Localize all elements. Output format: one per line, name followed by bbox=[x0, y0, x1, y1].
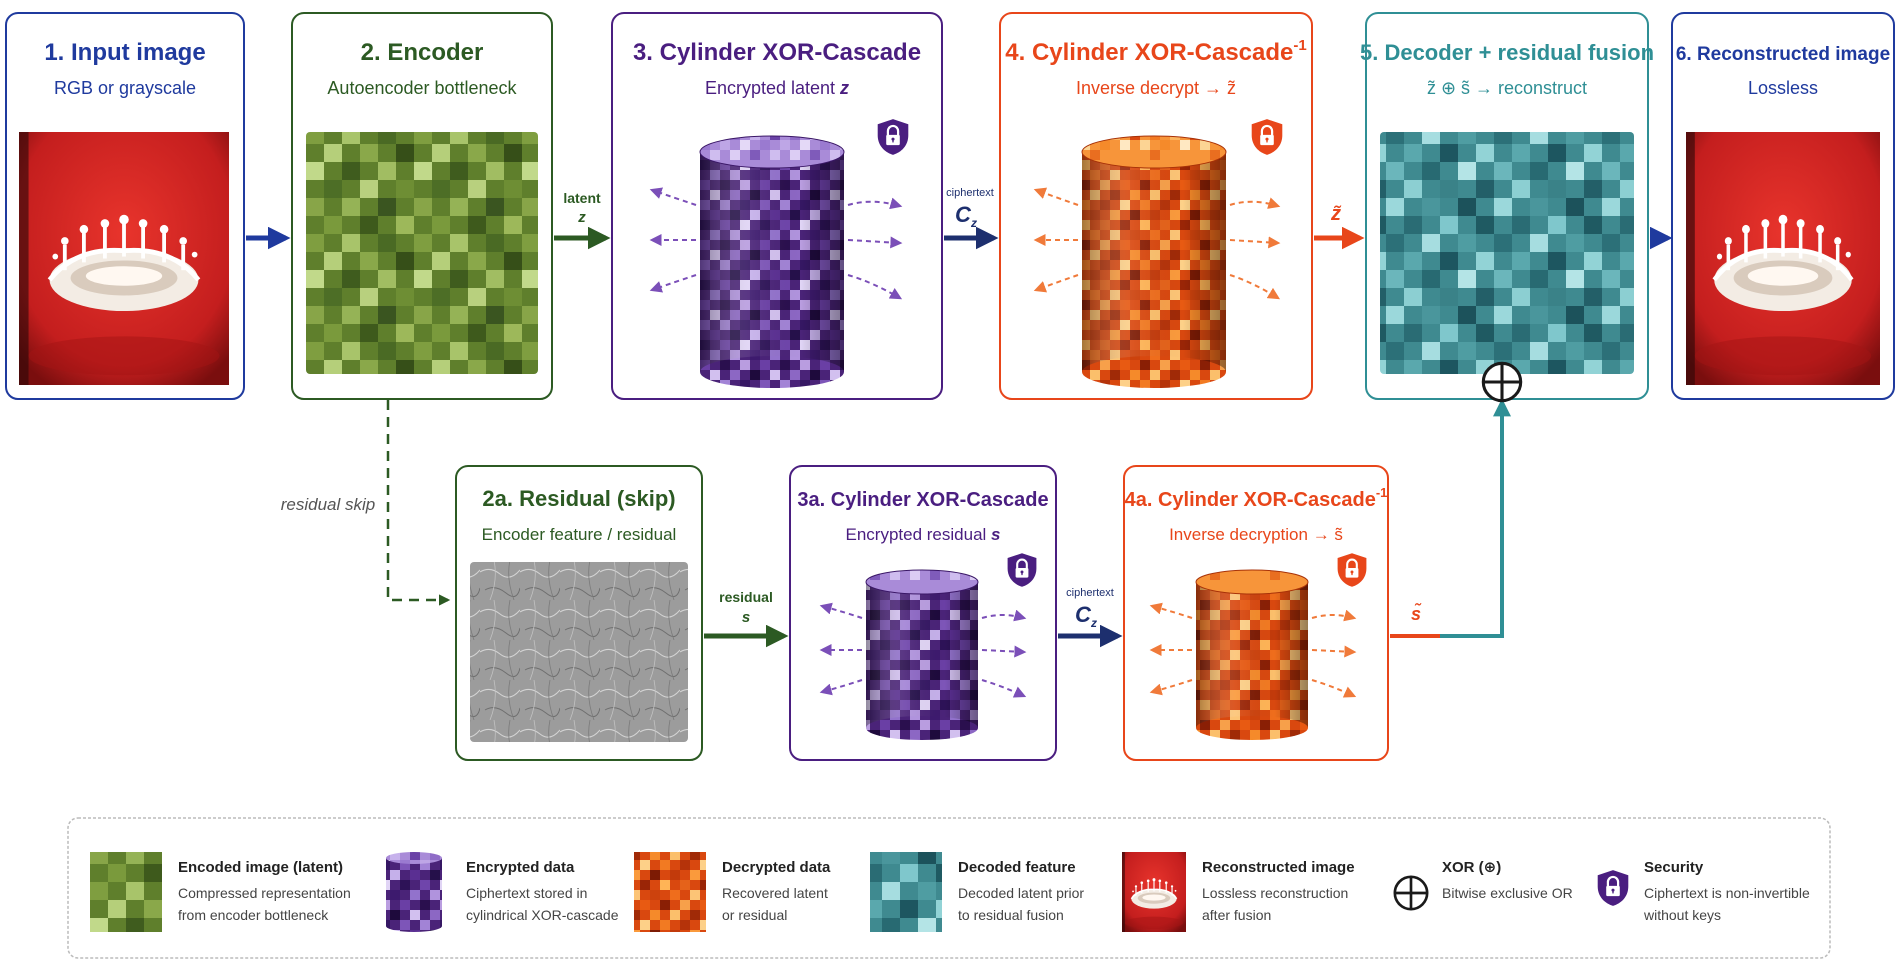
latent-swatch bbox=[90, 852, 162, 932]
node-inverse-res-subtitle: Inverse decryption → s̃ bbox=[1169, 525, 1343, 544]
legend-item-description: Lossless reconstruction bbox=[1202, 885, 1348, 901]
node-encoder-subtitle: Autoencoder bottleneck bbox=[327, 78, 517, 98]
node-decoder-title: 5. Decoder + residual fusion bbox=[1360, 40, 1654, 65]
edge-ciphertext-1: ciphertext Cz bbox=[944, 187, 999, 250]
xor-icon bbox=[1393, 875, 1429, 911]
legend-item-title: Security bbox=[1644, 859, 1704, 876]
node-encoder-title: 2. Encoder bbox=[361, 39, 484, 66]
node-decoder-subtitle: z̃ ⊕ s̃ → reconstruct bbox=[1427, 78, 1587, 98]
svg-text:z̃: z̃ bbox=[1330, 203, 1342, 225]
node-residual: 2a. Residual (skip) Encoder feature / re… bbox=[455, 465, 703, 761]
node-cascade-res-subtitle: Encrypted residual s bbox=[846, 525, 1001, 544]
edge-residual: residual s bbox=[704, 589, 789, 648]
svg-text:Cz: Cz bbox=[1075, 602, 1097, 630]
node-input-subtitle: RGB or grayscale bbox=[54, 78, 196, 98]
legend-item-title: Decrypted data bbox=[722, 859, 831, 876]
reconstructed-image bbox=[1686, 132, 1880, 385]
legend-item-description: or residual bbox=[722, 907, 787, 923]
node-recon-title: 6. Reconstructed image bbox=[1676, 44, 1890, 65]
legend-item-description: Compressed representation bbox=[178, 885, 351, 901]
node-cascade-res: 3a. Cylinder XOR-Cascade Encrypted resid… bbox=[789, 465, 1057, 761]
legend-item-description: Decoded latent prior bbox=[958, 885, 1084, 901]
decoded-mosaic bbox=[1380, 132, 1634, 374]
decrypted-cylinder bbox=[1081, 135, 1227, 388]
node-cascade-res-title: 3a. Cylinder XOR-Cascade bbox=[797, 489, 1048, 511]
legend-item-title: Encrypted data bbox=[466, 859, 575, 876]
svg-text:residual skip: residual skip bbox=[281, 495, 376, 514]
decoded-swatch bbox=[870, 852, 942, 932]
edge-z-tilde: z̃ bbox=[1314, 203, 1365, 250]
legend-item-title: XOR (⊕) bbox=[1442, 859, 1501, 876]
node-residual-subtitle: Encoder feature / residual bbox=[482, 525, 677, 544]
encrypted-cylinder bbox=[699, 135, 845, 388]
legend-item-description: Bitwise exclusive OR bbox=[1442, 885, 1573, 901]
diffusion-arrows bbox=[649, 187, 903, 300]
xor-fusion-icon bbox=[1481, 361, 1523, 403]
legend-item-description: to residual fusion bbox=[958, 907, 1064, 923]
node-encoder: 2. Encoder Autoencoder bottleneck bbox=[291, 12, 553, 400]
diffusion-arrows bbox=[819, 602, 1027, 698]
node-inverse: 4. Cylinder XOR-Cascade-1 Inverse decryp… bbox=[999, 12, 1313, 400]
node-input-title: 1. Input image bbox=[44, 39, 205, 66]
legend-item: XOR (⊕) Bitwise exclusive OR bbox=[1393, 859, 1573, 911]
legend-item-title: Reconstructed image bbox=[1202, 859, 1355, 876]
legend-item-title: Decoded feature bbox=[958, 859, 1076, 876]
encrypted-cylinder bbox=[865, 569, 979, 740]
input-image bbox=[19, 132, 229, 385]
node-cascade: 3. Cylinder XOR-Cascade Encrypted latent… bbox=[611, 12, 943, 400]
node-cascade-title: 3. Cylinder XOR-Cascade bbox=[633, 39, 921, 66]
legend-item-description: after fusion bbox=[1202, 907, 1271, 923]
node-cascade-subtitle: Encrypted latent z bbox=[705, 78, 849, 98]
svg-text:s: s bbox=[742, 609, 750, 626]
node-recon-subtitle: Lossless bbox=[1748, 78, 1818, 98]
legend-item-description: Ciphertext stored in bbox=[466, 885, 587, 901]
svg-text:Cz: Cz bbox=[955, 202, 977, 230]
edge-s-tilde: s̃ bbox=[1390, 398, 1511, 638]
decrypted-cylinder bbox=[1195, 569, 1309, 740]
legend-item-description: Ciphertext is non-invertible bbox=[1644, 885, 1810, 901]
decrypted-swatch bbox=[634, 852, 706, 932]
node-input: 1. Input image RGB or grayscale bbox=[5, 12, 245, 400]
legend: Encoded image (latent) Compressed represe… bbox=[67, 817, 1831, 959]
legend-item: Encoded image (latent) Compressed represe… bbox=[90, 852, 351, 932]
node-decoder: 5. Decoder + residual fusion z̃ ⊕ s̃ → r… bbox=[1360, 12, 1654, 400]
svg-text:s̃: s̃ bbox=[1411, 602, 1422, 624]
diffusion-arrows bbox=[1033, 187, 1281, 300]
svg-text:ciphertext: ciphertext bbox=[1066, 587, 1114, 599]
reconstructed-swatch bbox=[1122, 852, 1186, 932]
encrypted-swatch bbox=[386, 852, 442, 932]
node-inverse-res: 4a. Cylinder XOR-Cascade-1 Inverse decry… bbox=[1123, 465, 1389, 761]
node-residual-title: 2a. Residual (skip) bbox=[482, 486, 675, 511]
edge-ciphertext-2: ciphertext Cz bbox=[1058, 587, 1123, 648]
svg-text:z: z bbox=[577, 209, 586, 226]
legend-item-description: Recovered latent bbox=[722, 885, 828, 901]
node-recon: 6. Reconstructed image Lossless bbox=[1671, 12, 1895, 400]
latent-mosaic bbox=[306, 132, 538, 374]
edge-residual-skip: residual skip bbox=[281, 400, 451, 606]
node-inverse-res-title: 4a. Cylinder XOR-Cascade-1 bbox=[1125, 485, 1388, 511]
residual-texture bbox=[470, 562, 688, 742]
edge-latent: latent z bbox=[554, 190, 611, 250]
svg-text:ciphertext: ciphertext bbox=[946, 187, 994, 199]
legend-item-description: from encoder bottleneck bbox=[178, 907, 329, 923]
legend-item-description: without keys bbox=[1643, 907, 1721, 923]
legend-item-description: cylindrical XOR-cascade bbox=[466, 907, 619, 923]
node-inverse-subtitle: Inverse decrypt → z̃ bbox=[1076, 78, 1236, 98]
svg-text:latent: latent bbox=[563, 190, 601, 206]
legend-item-title: Encoded image (latent) bbox=[178, 859, 343, 876]
node-inverse-title: 4. Cylinder XOR-Cascade-1 bbox=[1005, 37, 1306, 66]
svg-text:residual: residual bbox=[719, 589, 773, 605]
diffusion-arrows bbox=[1149, 602, 1357, 698]
